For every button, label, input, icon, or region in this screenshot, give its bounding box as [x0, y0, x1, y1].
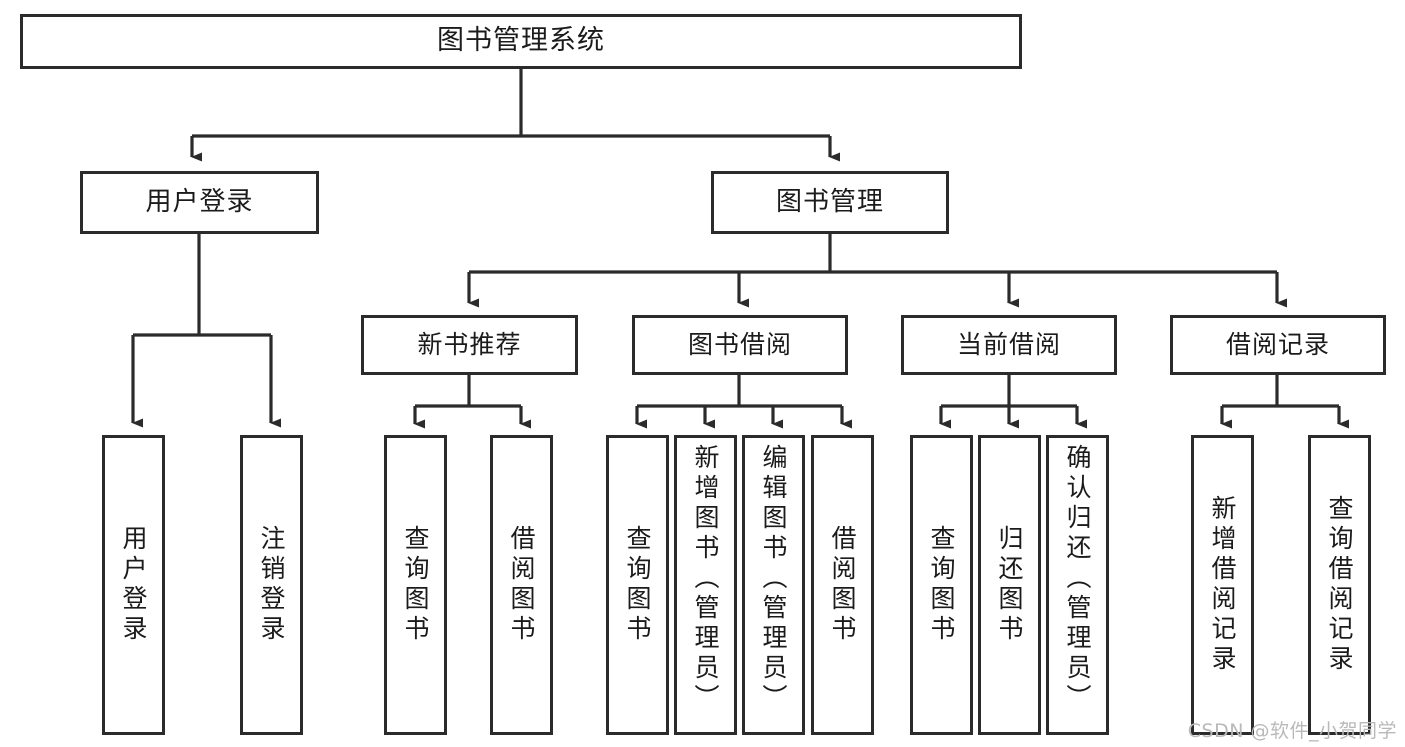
node-root-label: 图书管理系统 [437, 25, 605, 57]
leaf-add-borrow-record[interactable]: 新增借阅记录 [1191, 435, 1254, 735]
leaf-logout-label: 注销登录 [257, 525, 286, 645]
leaf-borrow-book-recommend[interactable]: 借阅图书 [490, 435, 553, 735]
node-user-login[interactable]: 用户登录 [80, 171, 319, 234]
leaf-borrow-book-recommend-label: 借阅图书 [507, 525, 536, 645]
leaf-add-book-admin-label: 新增图书（管理员） [691, 444, 720, 714]
leaf-query-book-current[interactable]: 查询图书 [910, 435, 973, 735]
leaf-query-book-borrow-label: 查询图书 [623, 525, 652, 645]
leaf-query-book-recommend[interactable]: 查询图书 [384, 435, 447, 735]
csdn-watermark: CSDN @软件_小贺同学 [1187, 720, 1397, 742]
node-book-borrow-label: 图书借阅 [687, 330, 792, 359]
leaf-borrow-book-borrow[interactable]: 借阅图书 [811, 435, 874, 735]
leaf-add-borrow-record-label: 新增借阅记录 [1208, 495, 1237, 675]
leaf-query-book-borrow[interactable]: 查询图书 [606, 435, 669, 735]
node-root[interactable]: 图书管理系统 [20, 14, 1022, 69]
node-book-manage[interactable]: 图书管理 [711, 171, 949, 234]
leaf-confirm-return-admin[interactable]: 确认归还（管理员） [1046, 435, 1109, 735]
node-borrow-record-label: 借阅记录 [1225, 330, 1330, 359]
leaf-user-login[interactable]: 用户登录 [102, 435, 165, 735]
node-borrow-record[interactable]: 借阅记录 [1170, 315, 1386, 375]
node-new-book-recommend[interactable]: 新书推荐 [361, 315, 578, 375]
leaf-edit-book-admin[interactable]: 编辑图书（管理员） [742, 435, 805, 735]
leaf-borrow-book-borrow-label: 借阅图书 [828, 525, 857, 645]
node-book-manage-label: 图书管理 [775, 186, 884, 217]
node-current-borrow-label: 当前借阅 [956, 330, 1061, 359]
leaf-query-borrow-record[interactable]: 查询借阅记录 [1308, 435, 1371, 735]
leaf-return-book-label: 归还图书 [995, 525, 1024, 645]
leaf-logout[interactable]: 注销登录 [240, 435, 303, 735]
leaf-query-book-current-label: 查询图书 [927, 525, 956, 645]
leaf-return-book[interactable]: 归还图书 [978, 435, 1041, 735]
node-user-login-label: 用户登录 [145, 186, 254, 217]
node-new-book-recommend-label: 新书推荐 [417, 330, 522, 359]
leaf-add-book-admin[interactable]: 新增图书（管理员） [674, 435, 737, 735]
leaf-edit-book-admin-label: 编辑图书（管理员） [759, 444, 788, 714]
node-current-borrow[interactable]: 当前借阅 [901, 315, 1117, 375]
node-book-borrow[interactable]: 图书借阅 [632, 315, 848, 375]
leaf-user-login-label: 用户登录 [119, 525, 148, 645]
leaf-query-borrow-record-label: 查询借阅记录 [1325, 495, 1354, 675]
leaf-query-book-recommend-label: 查询图书 [401, 525, 430, 645]
leaf-confirm-return-admin-label: 确认归还（管理员） [1063, 444, 1092, 714]
